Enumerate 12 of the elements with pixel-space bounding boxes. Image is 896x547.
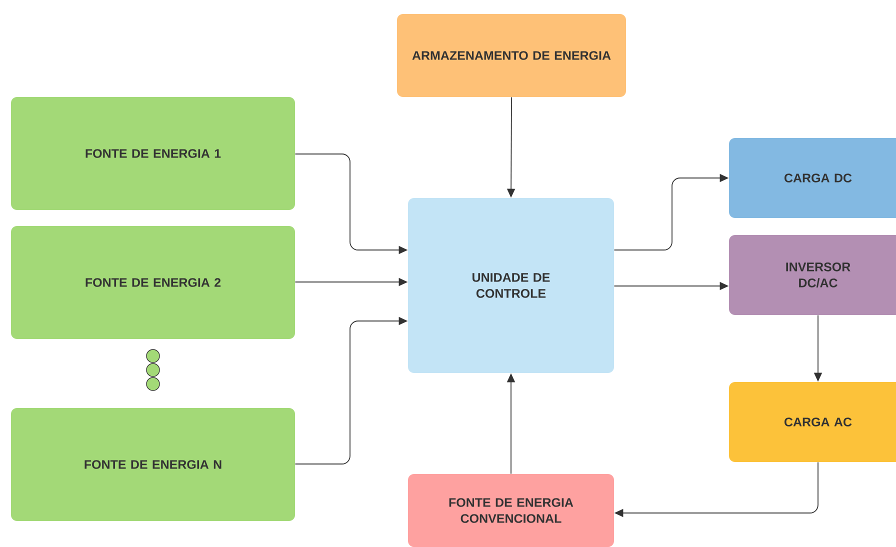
process-box: FONTE DE ENERGIA 1 [11,97,295,210]
process-box: CARGA DC [729,138,896,218]
process-box: CARGA AC [729,382,896,462]
ellipsis-dot [146,377,160,391]
process-box: FONTE DE ENERGIA 2 [11,226,295,339]
process-box: INVERSOR DC/AC [729,235,896,315]
process-box: UNIDADE DE CONTROLE [408,198,614,373]
process-box: FONTE DE ENERGIA N [11,408,295,521]
ellipsis-dot [146,363,160,377]
process-box: ARMAZENAMENTO DE ENERGIA [397,14,626,97]
process-box: FONTE DE ENERGIA CONVENCIONAL [408,474,614,547]
ellipsis-dot [146,349,160,363]
